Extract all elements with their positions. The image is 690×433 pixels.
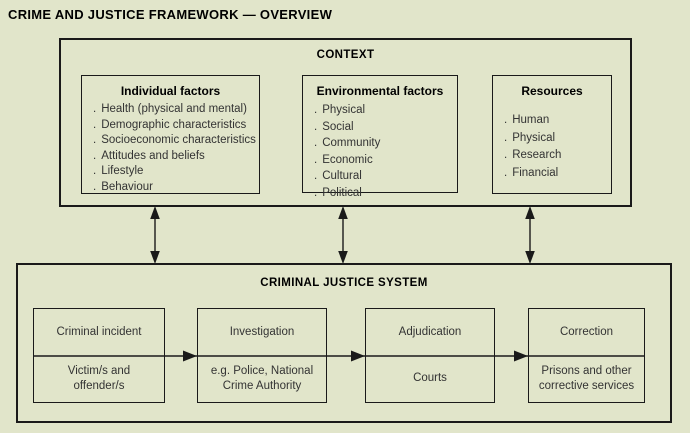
list-item: Community	[314, 135, 453, 152]
process-flow-arrow	[33, 350, 645, 362]
criminal-justice-system-title: CRIMINAL JUSTICE SYSTEM	[260, 277, 428, 289]
stage-label: Investigation	[229, 325, 295, 338]
stage-adjudication: Adjudication Courts	[365, 308, 495, 403]
list-item: Demographic characteristics	[93, 118, 255, 134]
criminal-justice-system-box: CRIMINAL JUSTICE SYSTEM Criminal inciden…	[16, 263, 672, 423]
resources-list: Human Physical Research Financial	[493, 112, 611, 182]
list-item: Health (physical and mental)	[93, 102, 255, 118]
resources-title: Resources	[521, 84, 583, 98]
stage-label: Correction	[559, 325, 614, 338]
list-item: Cultural	[314, 168, 453, 185]
list-item: Political	[314, 185, 453, 202]
resources-box: Resources Human Physical Research Financ…	[492, 75, 612, 194]
stage-detail: Victim/s and offender/s	[67, 364, 131, 392]
list-item: Physical	[314, 102, 453, 119]
individual-factors-title: Individual factors	[120, 84, 221, 98]
stage-correction: Correction Prisons and other corrective …	[528, 308, 645, 403]
list-item: Lifestyle	[93, 164, 255, 180]
page-title: CRIME AND JUSTICE FRAMEWORK — OVERVIEW	[8, 7, 333, 22]
individual-factors-box: Individual factors Health (physical and …	[81, 75, 260, 194]
list-item: Social	[314, 119, 453, 136]
double-arrow-icon	[338, 206, 348, 264]
individual-factors-list: Health (physical and mental) Demographic…	[82, 102, 259, 195]
stage-detail: e.g. Police, National Crime Authority	[210, 364, 314, 392]
double-arrow-icon	[525, 206, 535, 264]
context-box-title: CONTEXT	[316, 49, 375, 61]
list-item: Financial	[504, 165, 607, 183]
list-item: Attitudes and beliefs	[93, 149, 255, 165]
list-item: Physical	[504, 130, 607, 148]
environmental-factors-box: Environmental factors Physical Social Co…	[302, 75, 458, 199]
list-item: Socioeconomic characteristics	[93, 133, 256, 149]
list-item: Research	[504, 147, 607, 165]
environmental-factors-list: Physical Social Community Economic Cultu…	[303, 102, 457, 201]
stage-investigation: Investigation e.g. Police, National Crim…	[197, 308, 327, 403]
double-arrow-icon	[150, 206, 160, 264]
stage-criminal-incident: Criminal incident Victim/s and offender/…	[33, 308, 165, 403]
stage-detail: Courts	[413, 372, 447, 385]
environmental-factors-title: Environmental factors	[316, 84, 444, 98]
context-box: CONTEXT Individual factors Health (physi…	[59, 38, 632, 207]
stage-detail: Prisons and other corrective services	[538, 364, 635, 392]
list-item: Human	[504, 112, 607, 130]
list-item: Economic	[314, 152, 453, 169]
stage-label: Criminal incident	[56, 325, 142, 338]
list-item: Behaviour	[93, 180, 255, 196]
stage-label: Adjudication	[398, 325, 462, 338]
